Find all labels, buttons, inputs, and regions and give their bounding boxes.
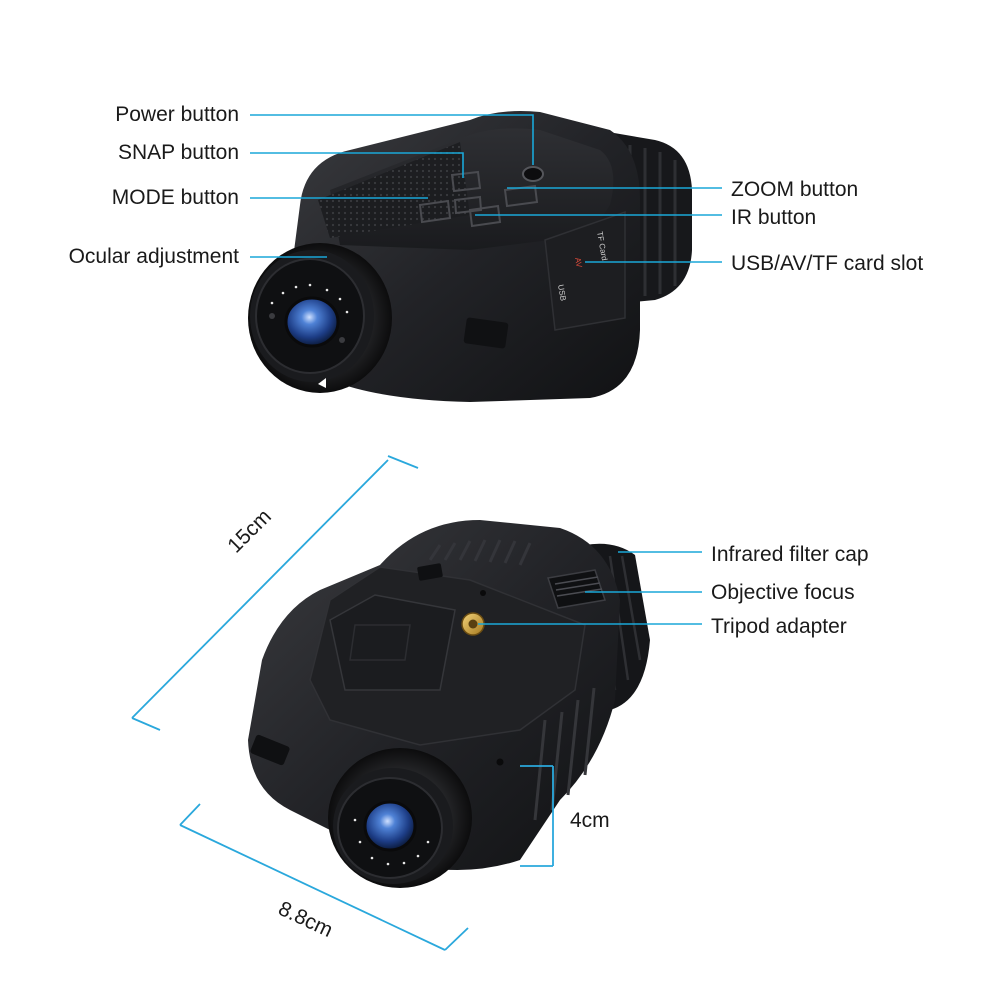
label-ir-button: IR button [731, 206, 817, 229]
label-card-slot: USB/AV/TF card slot [731, 252, 924, 275]
dimension-lines [131, 455, 554, 951]
device-bottom-view [248, 520, 650, 888]
label-power-button: Power button [115, 103, 239, 126]
label-objective-focus: Objective focus [711, 581, 855, 604]
label-tripod-adapter: Tripod adapter [711, 615, 847, 638]
leader-lines-top [250, 114, 722, 263]
dimension-length-line [131, 455, 419, 731]
leader-lines-bottom [478, 551, 702, 625]
leader-power [250, 114, 534, 165]
device-top-view: USB AV TF Card [248, 111, 692, 402]
label-ocular-adjustment: Ocular adjustment [68, 245, 239, 268]
dimension-height-line [520, 765, 554, 867]
dimension-width-line [179, 803, 469, 951]
label-zoom-button: ZOOM button [731, 178, 859, 201]
device-marking-av: AV [573, 257, 584, 269]
label-snap-button: SNAP button [117, 141, 239, 164]
device-marking-usb: USB [556, 284, 568, 302]
dimension-height-label: 4cm [570, 809, 610, 832]
label-infrared-filter-cap: Infrared filter cap [711, 543, 869, 566]
leader-snap [250, 152, 464, 178]
label-mode-button: MODE button [111, 186, 239, 209]
